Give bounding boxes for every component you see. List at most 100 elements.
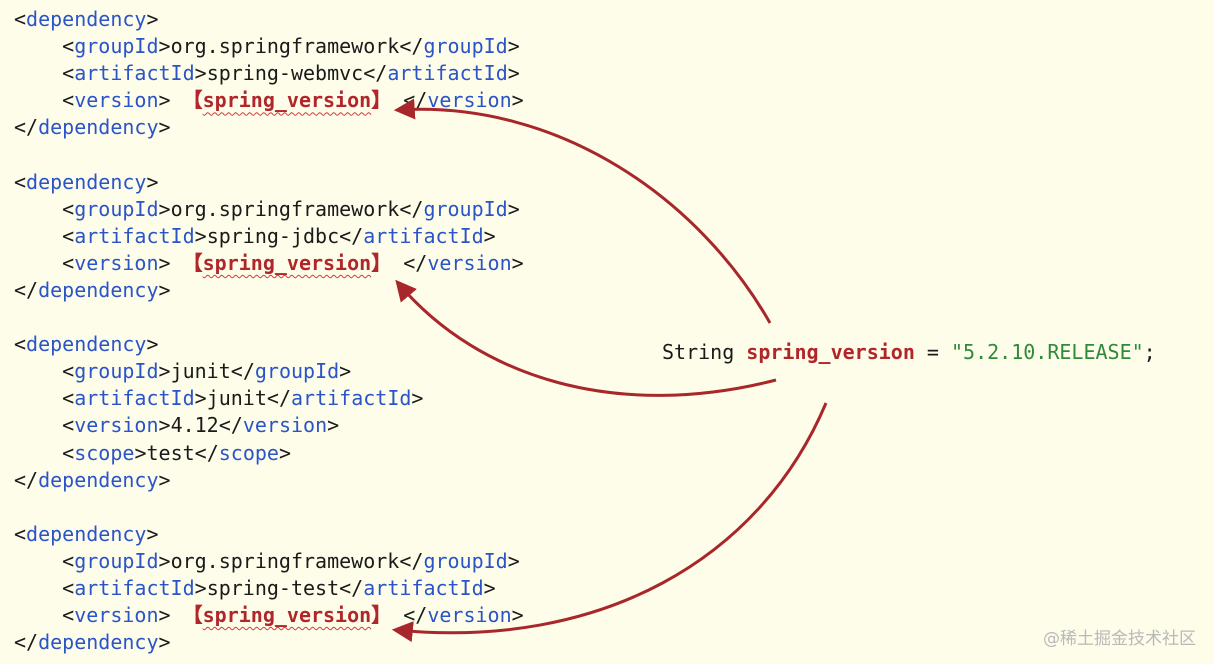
tag-bracket: > (507, 61, 520, 86)
dependency-child-line: <artifactId>spring-webmvc</artifactId> (14, 60, 524, 87)
tag-bracket: < (62, 34, 75, 59)
tag-bracket: < (62, 196, 75, 221)
tag-name: groupId (74, 359, 159, 384)
tag-name: version (242, 413, 328, 438)
tag-bracket: > (146, 521, 159, 546)
tag-bracket: > (194, 386, 207, 411)
tag-bracket: </ (14, 277, 39, 302)
dependency-open-line: <dependency> (14, 521, 524, 548)
tag-bracket: </ (14, 630, 39, 655)
tag-bracket: > (278, 440, 292, 465)
tag-bracket: > (158, 603, 171, 628)
arrow-to-webmvc-version (393, 98, 772, 324)
tag-name: dependency (38, 277, 159, 302)
tag-name: artifactId (363, 223, 484, 248)
placeholder-open: 【 (182, 88, 203, 113)
tag-name: groupId (423, 34, 508, 59)
placeholder-name: spring_version (202, 603, 372, 628)
placeholder-name: spring_version (202, 88, 372, 113)
tag-bracket: < (62, 603, 75, 628)
dependency-close-line: </dependency> (14, 277, 524, 304)
tag-bracket: </ (339, 575, 364, 600)
dependency-child-line: <version> 【spring_version】 </version> (14, 87, 524, 114)
dependency-child-line: <version> 【spring_version】 </version> (14, 250, 524, 277)
placeholder-open: 【 (182, 603, 203, 628)
tag-bracket: > (158, 34, 171, 59)
tag-bracket: </ (14, 115, 39, 140)
tag-bracket: > (194, 61, 207, 86)
java-equals: = (926, 340, 939, 364)
tag-name: version (74, 250, 159, 275)
placeholder: 【spring_version】 (183, 603, 392, 627)
tag-bracket: > (507, 34, 520, 59)
tag-bracket: > (339, 359, 352, 384)
element-value: junit (170, 359, 231, 384)
element-value: org.springframework (170, 548, 400, 573)
java-type: String (662, 340, 735, 364)
tag-name: dependency (38, 115, 159, 140)
arrow-to-test-version (391, 402, 828, 643)
placeholder-close: 】 (371, 88, 392, 113)
tag-name: groupId (74, 34, 159, 59)
tag-name: version (427, 603, 512, 628)
tag-bracket: < (62, 440, 75, 465)
tag-bracket: < (62, 548, 75, 573)
tag-name: artifactId (74, 223, 195, 248)
element-value: org.springframework (170, 34, 400, 59)
tag-bracket: > (158, 467, 171, 492)
tag-bracket: > (158, 88, 171, 113)
placeholder-close: 】 (371, 250, 392, 275)
tag-bracket: </ (266, 386, 291, 411)
tag-bracket: </ (399, 34, 424, 59)
tag-bracket: > (146, 332, 159, 357)
dependency-child-line: <groupId>junit</groupId> (14, 358, 524, 385)
placeholder: 【spring_version】 (183, 251, 392, 275)
dependency-close-line: </dependency> (14, 114, 524, 141)
dependency-child-line: <scope>test</scope> (14, 440, 524, 467)
tag-name: artifactId (291, 386, 412, 411)
tag-bracket: > (507, 548, 520, 573)
dependency-child-line: <artifactId>spring-test</artifactId> (14, 575, 524, 602)
dependency-close-line: </dependency> (14, 629, 524, 656)
dependency-child-line: <artifactId>junit</artifactId> (14, 385, 524, 412)
tag-bracket: > (511, 603, 524, 628)
tag-bracket: < (62, 575, 75, 600)
placeholder: 【spring_version】 (183, 88, 392, 112)
arrow-to-jdbc-version (395, 279, 777, 397)
tag-bracket: < (62, 386, 75, 411)
tag-name: dependency (38, 630, 159, 655)
tag-bracket: < (62, 359, 75, 384)
tag-bracket: < (62, 223, 75, 248)
tag-bracket: < (62, 61, 75, 86)
tag-bracket: < (14, 7, 27, 31)
tag-bracket: < (14, 169, 27, 194)
dependency-child-line: <groupId>org.springframework</groupId> (14, 33, 524, 60)
tag-name: dependency (38, 467, 159, 492)
tag-bracket: < (62, 250, 75, 275)
tag-bracket: > (158, 548, 171, 573)
placeholder-open: 【 (182, 250, 203, 275)
tag-bracket: </ (403, 250, 428, 275)
tag-bracket: > (158, 630, 171, 655)
element-value: junit (206, 386, 267, 411)
tag-bracket: > (511, 250, 524, 275)
tag-bracket: > (158, 250, 171, 275)
tag-bracket: </ (339, 223, 364, 248)
java-variable: spring_version (746, 340, 915, 364)
tag-bracket: </ (230, 359, 255, 384)
java-string-value: "5.2.10.RELEASE" (951, 340, 1144, 364)
tag-name: dependency (26, 169, 147, 194)
tag-bracket: > (158, 277, 171, 302)
tag-bracket: > (511, 88, 524, 113)
dependency-child-line: <groupId>org.springframework</groupId> (14, 548, 524, 575)
tag-name: artifactId (74, 575, 195, 600)
tag-bracket: < (14, 332, 27, 357)
tag-bracket: > (158, 359, 171, 384)
tag-name: version (74, 88, 159, 113)
tag-name: version (427, 88, 512, 113)
tag-name: groupId (423, 196, 508, 221)
element-value: 4.12 (170, 413, 219, 438)
tag-bracket: > (194, 575, 207, 600)
watermark: @稀土掘金技术社区 (1043, 629, 1196, 649)
